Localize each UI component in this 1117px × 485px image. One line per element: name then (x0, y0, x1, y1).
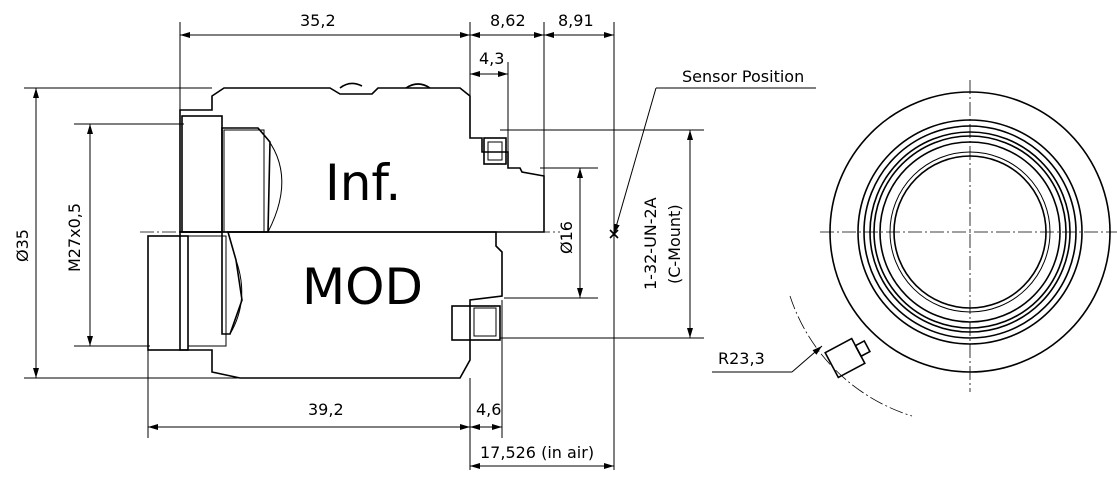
dim-flange-to-sensor: 8,91 (558, 11, 594, 30)
dim-rear-diameter: Ø16 (557, 221, 576, 254)
inner-bore (221, 127, 271, 335)
section-view: Inf. MOD (140, 82, 560, 379)
radius-label: R23,3 (718, 349, 765, 368)
cmount-detail-lower (451, 305, 501, 341)
mod-label: MOD (302, 258, 423, 316)
inf-label: Inf. (325, 154, 401, 212)
body-upper-section (179, 87, 545, 233)
dim-length-inf: 35,2 (300, 11, 336, 30)
front-view: R23,3 (712, 80, 1117, 417)
cmount-detail-upper (483, 137, 507, 165)
dim-thread-length: 4,3 (479, 49, 504, 68)
filter-thread-upper (181, 115, 223, 233)
dim-mount-length: 4,6 (476, 400, 501, 419)
dimensions: 35,2 8,62 8,91 4,3 39,2 4,6 17,526 (in a… (13, 11, 816, 470)
dim-length-mod: 39,2 (308, 400, 344, 419)
c-mount-thread-label: 1-32-UN-2A (641, 197, 660, 290)
filter-thread-lower (147, 235, 189, 351)
dim-outer-diameter: Ø35 (13, 229, 32, 262)
body-lower-section (179, 231, 503, 379)
dim-flange-step: 8,62 (490, 11, 526, 30)
sensor-position-label: Sensor Position (682, 67, 804, 86)
dim-flange-back-air: 17,526 (in air) (480, 443, 594, 462)
dim-filter-thread: M27x0,5 (65, 203, 84, 272)
c-mount-name-label: (C-Mount) (665, 204, 684, 284)
